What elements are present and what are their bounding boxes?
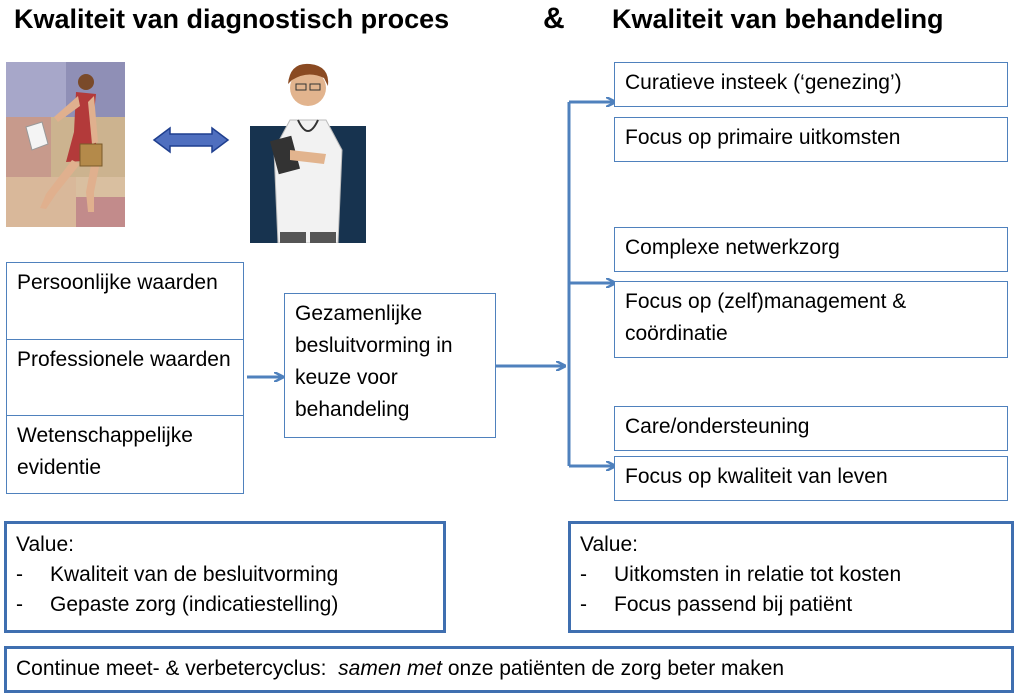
box-care-support: Care/ondersteuning [614, 406, 1008, 451]
box-curative: Curatieve insteek (‘genezing’) [614, 62, 1008, 107]
cycle-emphasis: samen met [338, 657, 443, 680]
box-professional-values: Professionele waarden [6, 339, 244, 416]
box-personal-values: Persoonlijke waarden [6, 262, 244, 340]
title-treatment-quality: Kwaliteit van behandeling [612, 4, 944, 34]
box-quality-of-life: Focus op kwaliteit van leven [614, 456, 1008, 501]
title-diagnostic-quality: Kwaliteit van diagnostisch proces [14, 4, 450, 34]
value-right-item: -Focus passend bij patiënt [580, 593, 853, 616]
value-right-heading: Value: [580, 533, 638, 556]
improvement-cycle-box: Continue meet- & verbetercyclus: samen m… [4, 646, 1014, 693]
value-box-left: Value: -Kwaliteit van de besluitvorming … [4, 521, 446, 633]
value-right-item: -Uitkomsten in relatie tot kosten [580, 563, 902, 586]
box-scientific-evidence: Wetenschappelijke evidentie [6, 415, 244, 494]
cycle-prefix: Continue meet- & verbetercyclus: [16, 657, 339, 680]
box-self-management: Focus op (zelf)management & coördinatie [614, 281, 1008, 358]
title-ampersand: & [543, 2, 565, 35]
value-left-heading: Value: [16, 533, 74, 556]
box-primary-outcomes: Focus op primaire uitkomsten [614, 117, 1008, 162]
box-shared-decision-making: Gezamenlijke besluitvorming in keuze voo… [284, 293, 496, 438]
cycle-suffix: onze patiënten de zorg beter maken [442, 657, 785, 680]
doctor-image [250, 63, 366, 243]
walking-woman-image [6, 62, 125, 227]
double-arrow-icon [152, 126, 230, 154]
value-left-item: -Kwaliteit van de besluitvorming [16, 563, 339, 586]
box-network-care: Complexe netwerkzorg [614, 227, 1008, 272]
value-box-right: Value: -Uitkomsten in relatie tot kosten… [568, 521, 1014, 633]
value-left-item: -Gepaste zorg (indicatiestelling) [16, 593, 339, 616]
